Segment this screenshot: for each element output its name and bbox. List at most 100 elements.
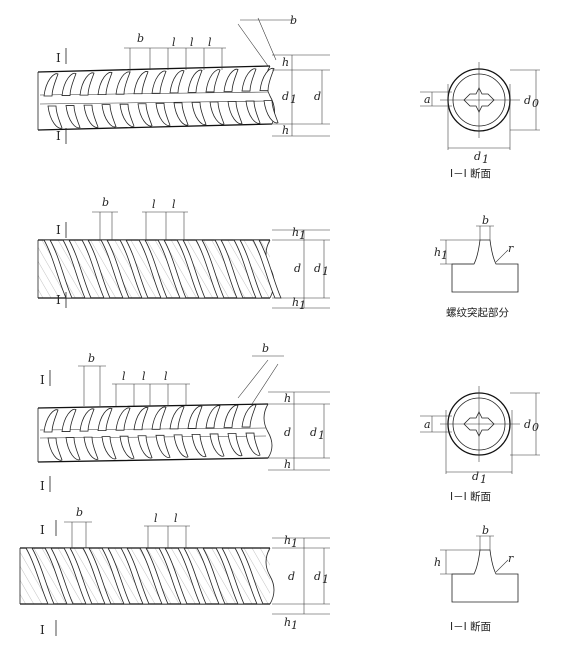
- rib-crescent: [241, 68, 257, 92]
- section1-label-a: a: [424, 93, 431, 106]
- rib-crescent: [83, 104, 99, 128]
- rib-helical: [234, 547, 264, 605]
- rib-crescent: [137, 435, 153, 459]
- bar1-section-mark-bottom: I: [56, 129, 61, 143]
- bar4-label-h1-bottom: h: [284, 616, 291, 629]
- rib-crescent: [209, 101, 225, 125]
- rib-crescent: [155, 102, 171, 126]
- rib-crescent: [119, 435, 135, 459]
- bar1-label-d: d: [314, 90, 321, 103]
- bar4-label-d: d: [288, 570, 295, 583]
- bar-3: [37, 355, 330, 471]
- rib-helical: [63, 547, 93, 605]
- bar1-label-h-bottom: h: [282, 124, 289, 137]
- bar1-section-mark-top: I: [56, 51, 61, 65]
- cross-section-1: [420, 62, 540, 150]
- thread2-label-r: r: [508, 552, 514, 565]
- rib-helical: [177, 547, 207, 605]
- bar1-label-l2: l: [190, 36, 194, 49]
- rib-crescent: [151, 406, 167, 430]
- rib-crescent: [169, 70, 185, 94]
- bar4-label-d1: d: [314, 570, 321, 583]
- rib-helical: [62, 239, 92, 299]
- bar3-label-h-bottom: h: [284, 458, 291, 471]
- rib-crescent: [209, 433, 225, 457]
- rib-crescent: [205, 69, 221, 93]
- bar2-label-d: d: [294, 262, 301, 275]
- thread2-label-h: h: [434, 556, 441, 569]
- bar2-section-mark-bottom: I: [56, 293, 61, 307]
- rib-helical: [25, 547, 55, 605]
- section1-label-d0-sub: 0: [532, 97, 539, 110]
- rib-helical: [233, 239, 263, 299]
- rib-crescent: [43, 409, 59, 433]
- rib-crescent: [245, 432, 261, 456]
- bar2-label-h1-top-sub: 1: [299, 229, 306, 242]
- bar2-label-h1-bottom-sub: 1: [299, 299, 306, 312]
- rib-crescent: [61, 72, 77, 96]
- rib-crescent: [43, 73, 59, 97]
- caption-thread: 螺纹突起部分: [446, 306, 509, 319]
- rib-helical: [81, 239, 111, 299]
- cross-section-2: [420, 386, 540, 474]
- rib-helical: [215, 547, 245, 605]
- rib-helical: [82, 547, 112, 605]
- thread1-label-r: r: [508, 242, 514, 255]
- bar3-label-b: b: [88, 352, 95, 365]
- bar4-label-l2: l: [174, 512, 178, 525]
- rib-helical: [158, 547, 188, 605]
- bar3-label-d: d: [284, 426, 291, 439]
- rib-helical: [43, 239, 73, 299]
- bar4-label-l1: l: [154, 512, 158, 525]
- bar3-label-b-diag: b: [262, 342, 269, 355]
- section2-label-d1-sub: 1: [480, 473, 487, 486]
- rib-helical: [100, 239, 130, 299]
- bar4-section-mark-bottom: I: [40, 623, 45, 637]
- rib-crescent: [155, 434, 171, 458]
- bar4-label-d1-sub: 1: [322, 573, 329, 586]
- bar3-label-l3: l: [164, 370, 168, 383]
- bar3-section-mark-bottom: I: [40, 479, 45, 493]
- section2-label-d0-sub: 0: [532, 421, 539, 434]
- bar4-label-h1-bottom-sub: 1: [291, 619, 298, 632]
- rib-crescent: [151, 70, 167, 94]
- bar-1: [37, 17, 330, 137]
- rib-helical: [176, 239, 206, 299]
- bar1-label-b-diag: b: [290, 14, 297, 27]
- rib-crescent: [47, 437, 63, 461]
- section2-label-d0: d: [524, 418, 531, 431]
- bar3-label-d1-sub: 1: [318, 429, 325, 442]
- bar1-label-b: b: [137, 32, 144, 45]
- rib-crescent: [115, 71, 131, 95]
- rib-helical: [120, 547, 150, 605]
- rib-helical: [101, 547, 131, 605]
- rib-crescent: [223, 404, 239, 428]
- bar2-label-h1-bottom: h: [292, 296, 299, 309]
- section1-label-d0: d: [524, 94, 531, 107]
- rib-helical: [214, 239, 244, 299]
- bar1-label-d1-sub: 1: [290, 93, 297, 106]
- section1-label-d1: d: [474, 150, 481, 163]
- rib-crescent: [223, 68, 239, 92]
- rib-helical: [119, 239, 149, 299]
- bar-2: [37, 211, 330, 309]
- bar1-label-d1: d: [282, 90, 289, 103]
- thread1-label-b: b: [482, 214, 489, 227]
- rib-crescent: [115, 407, 131, 431]
- thread-profile-2: [440, 535, 519, 603]
- rib-crescent: [227, 433, 243, 457]
- bar3-label-l2: l: [142, 370, 146, 383]
- rib-crescent: [133, 71, 149, 95]
- bar2-label-l2: l: [172, 198, 176, 211]
- caption-section-2: I－I 断面: [450, 490, 491, 503]
- rib-crescent: [241, 404, 257, 428]
- rib-helical: [196, 547, 226, 605]
- bar4-section-mark-top: I: [40, 523, 45, 537]
- bar4-label-h1-top-sub: 1: [291, 537, 298, 550]
- bar3-section-mark-top: I: [40, 373, 45, 387]
- rib-helical: [195, 239, 225, 299]
- rib-crescent: [133, 407, 149, 431]
- bar2-label-d1-sub: 1: [322, 265, 329, 278]
- bar2-label-h1-top: h: [292, 226, 299, 239]
